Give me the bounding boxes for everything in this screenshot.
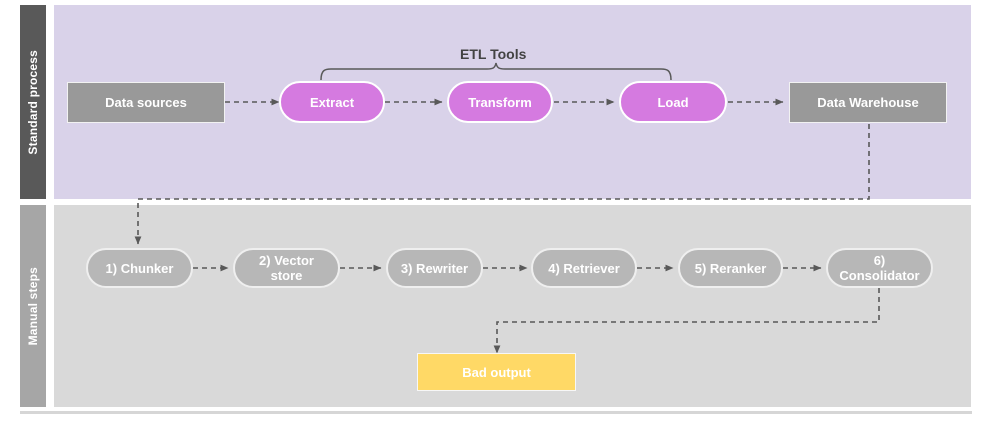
lane-label-manual-steps: Manual steps	[20, 205, 46, 407]
node-chunker[interactable]: 1) Chunker	[86, 248, 193, 288]
node-rewriter[interactable]: 3) Rewriter	[386, 248, 483, 288]
node-chunker-label: 1) Chunker	[105, 260, 174, 276]
node-load[interactable]: Load	[619, 81, 727, 123]
node-retriever-label: 4) Retriever	[548, 260, 620, 276]
node-consolidator-label: 6) Consolidator	[839, 253, 919, 283]
node-vector-store[interactable]: 2) Vector store	[233, 248, 340, 288]
node-extract-label: Extract	[309, 94, 355, 110]
node-data-sources-label: Data sources	[105, 95, 187, 110]
node-load-label: Load	[657, 94, 689, 110]
node-consolidator[interactable]: 6) Consolidator	[826, 248, 933, 288]
node-rewriter-label: 3) Rewriter	[400, 260, 469, 276]
node-vector-store-label-line2: store	[270, 268, 303, 283]
node-bad-output-label: Bad output	[462, 364, 531, 380]
node-reranker-label: 5) Reranker	[694, 260, 767, 276]
connector-consolidator-bad-output	[493, 288, 880, 354]
node-vector-store-label: 2) Vector store	[259, 253, 314, 283]
node-consolidator-label-line2: Consolidator	[839, 268, 920, 283]
node-data-warehouse[interactable]: Data Warehouse	[789, 82, 947, 123]
bottom-divider	[20, 411, 972, 414]
node-bad-output[interactable]: Bad output	[417, 353, 576, 391]
node-vector-store-label-line1: 2) Vector	[259, 253, 314, 268]
node-data-sources[interactable]: Data sources	[67, 82, 225, 123]
node-retriever[interactable]: 4) Retriever	[531, 248, 637, 288]
node-extract[interactable]: Extract	[279, 81, 385, 123]
etl-tools-bracket	[320, 62, 672, 81]
node-reranker[interactable]: 5) Reranker	[678, 248, 783, 288]
node-transform-label: Transform	[468, 94, 532, 110]
node-transform[interactable]: Transform	[447, 81, 553, 123]
etl-tools-label: ETL Tools	[460, 46, 527, 62]
lane-label-standard-process: Standard process	[20, 5, 46, 199]
node-consolidator-label-line1: 6)	[873, 253, 886, 268]
connector-data-warehouse-chunker	[134, 124, 870, 245]
node-data-warehouse-label: Data Warehouse	[817, 95, 919, 110]
